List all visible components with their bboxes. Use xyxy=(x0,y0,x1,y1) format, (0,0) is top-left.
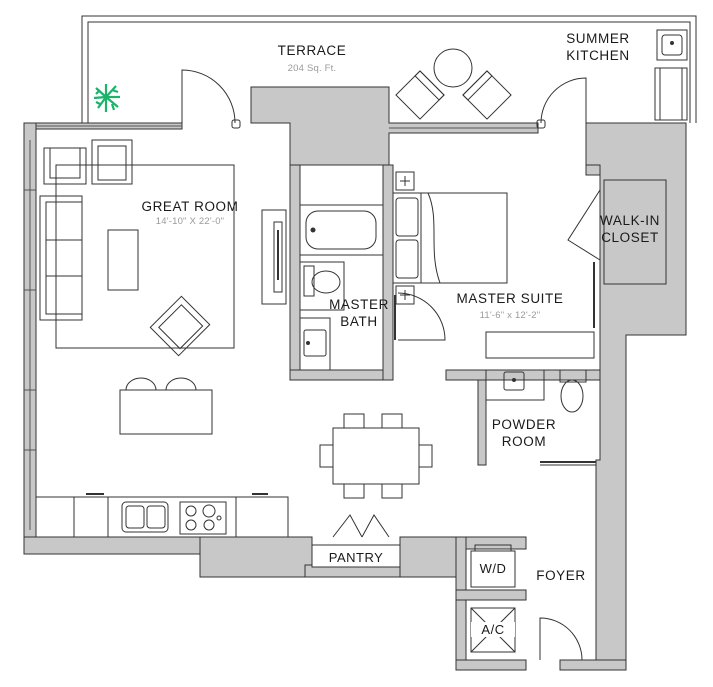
tv-console xyxy=(261,209,287,305)
plant-icon xyxy=(93,84,120,112)
pantry-doors xyxy=(311,514,401,568)
powder-toilet xyxy=(559,369,587,413)
dining-table xyxy=(319,413,433,499)
powder-vanity xyxy=(485,369,545,401)
foyer-label: FOYER xyxy=(536,568,586,583)
bed xyxy=(392,171,508,305)
toilet xyxy=(299,261,345,311)
walk-in-closet-label: WALK-IN CLOSET xyxy=(600,213,660,245)
armchair-rotated xyxy=(149,295,211,357)
armchairs-top xyxy=(43,139,133,185)
coffee-table xyxy=(107,229,139,291)
bath-door xyxy=(394,292,446,341)
terrace-label: TERRACE xyxy=(277,43,347,58)
area-rug xyxy=(55,164,235,349)
ac-label: A/C xyxy=(471,622,515,637)
terrace-railing xyxy=(81,15,697,123)
dresser xyxy=(485,331,595,359)
summer-kitchen-sink xyxy=(654,29,688,121)
entry-door xyxy=(539,617,583,661)
master-suite-label: MASTER SUITE xyxy=(456,291,564,306)
powder-door xyxy=(540,461,596,466)
terrace-door-right xyxy=(536,77,587,129)
terrace-door-left xyxy=(181,69,241,129)
washer-dryer xyxy=(470,544,516,588)
pantry-label: PANTRY xyxy=(328,550,384,565)
great-room-label: GREAT ROOM xyxy=(141,199,239,214)
wd-label: W/D xyxy=(479,561,507,576)
powder-room-label: POWDER ROOM xyxy=(491,417,557,449)
summer-kitchen-label: SUMMER KITCHEN xyxy=(566,31,630,63)
kitchen-counter xyxy=(35,493,289,538)
sofa xyxy=(39,195,83,321)
kitchen-island xyxy=(119,377,213,435)
bathtub xyxy=(299,204,384,256)
bath-vanity xyxy=(299,317,331,371)
great-room-dims: 14'-10" X 22'-0" xyxy=(155,216,225,227)
master-suite-dims: 11'-6" x 12'-2" xyxy=(479,310,541,321)
master-bath-label: MASTER BATH xyxy=(329,297,389,329)
terrace-table xyxy=(395,48,512,120)
walls xyxy=(23,86,687,671)
windows xyxy=(24,125,538,530)
closet-door xyxy=(567,179,667,328)
terrace-area: 204 Sq. Ft. xyxy=(287,63,337,74)
